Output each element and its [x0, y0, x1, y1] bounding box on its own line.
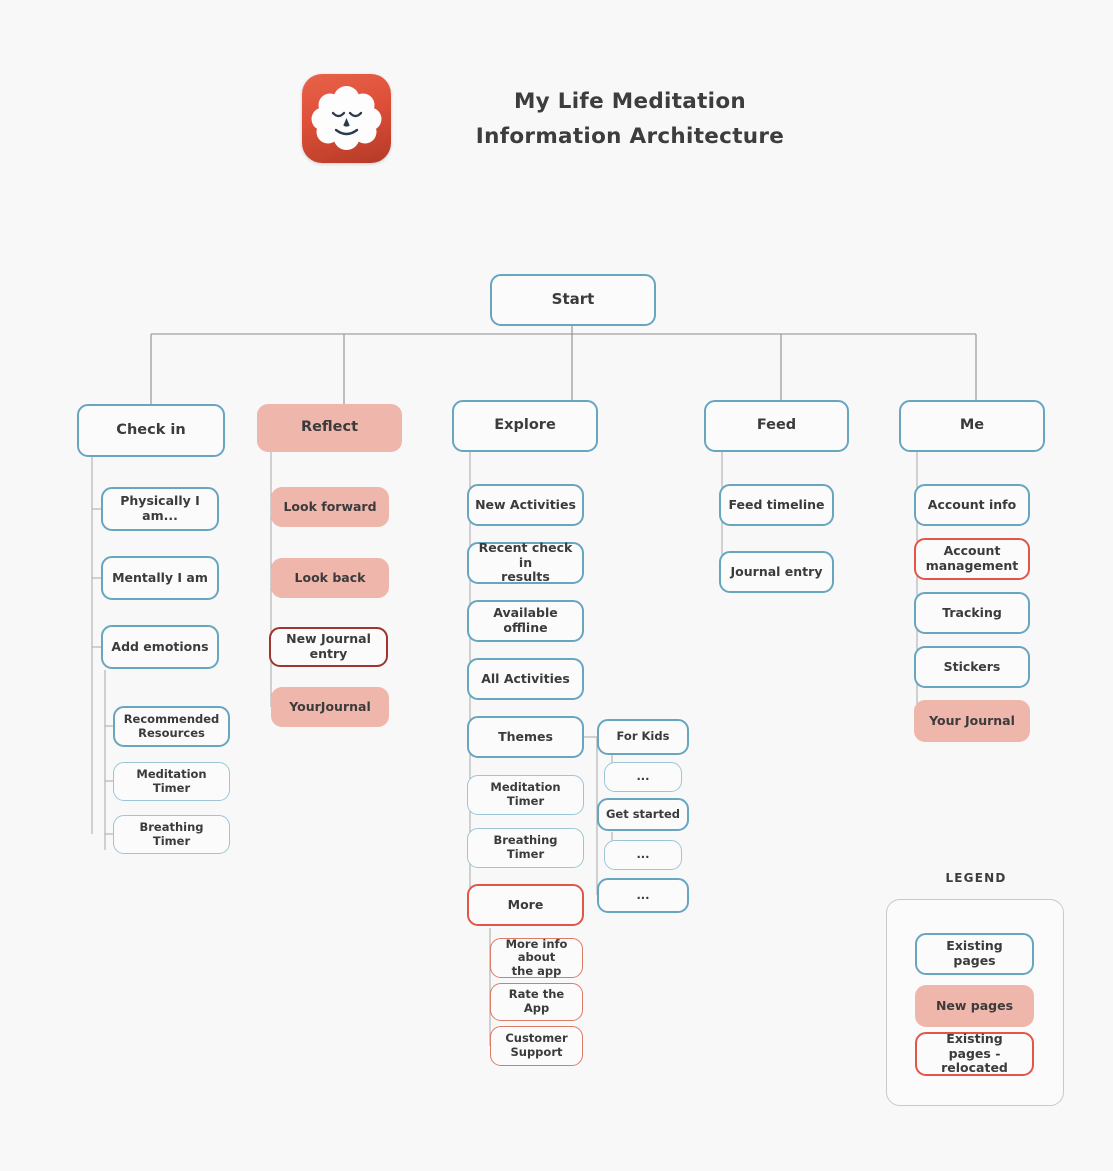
- node-account-management[interactable]: Account management: [914, 538, 1030, 580]
- page-title: My Life Meditation Information Architect…: [420, 84, 840, 154]
- node-get-started[interactable]: Get started: [597, 798, 689, 831]
- node-physically-i-am[interactable]: Physically I am...: [101, 487, 219, 531]
- node-more[interactable]: More: [467, 884, 584, 926]
- node-mentally-i-am[interactable]: Mentally I am: [101, 556, 219, 600]
- node-tracking[interactable]: Tracking: [914, 592, 1030, 634]
- node-all-activities[interactable]: All Activities: [467, 658, 584, 700]
- legend-title: LEGEND: [945, 871, 1007, 885]
- node-your-journal-me[interactable]: Your Journal: [914, 700, 1030, 742]
- node-stickers[interactable]: Stickers: [914, 646, 1030, 688]
- node-new-journal-entry[interactable]: New Journal entry: [269, 627, 388, 667]
- node-explore-meditation-timer[interactable]: Meditation Timer: [467, 775, 584, 815]
- legend-item-relocated-pages: Existing pages - relocated: [915, 1031, 1034, 1076]
- node-more-info-about-the-app[interactable]: More info about the app: [490, 937, 583, 978]
- node-new-activities[interactable]: New Activities: [467, 484, 584, 526]
- node-look-back[interactable]: Look back: [271, 558, 389, 598]
- node-me[interactable]: Me: [899, 400, 1045, 452]
- node-look-forward[interactable]: Look forward: [271, 487, 389, 527]
- node-recent-check-in-results[interactable]: Recent check in results: [467, 540, 584, 584]
- node-checkin-breathing-timer[interactable]: Breathing Timer: [113, 815, 230, 854]
- node-available-offline[interactable]: Available offline: [467, 600, 584, 642]
- page-title-line1: My Life Meditation: [513, 89, 747, 114]
- node-for-kids[interactable]: For Kids: [597, 719, 689, 755]
- app-logo: [302, 74, 391, 163]
- node-journal-entry[interactable]: Journal entry: [719, 551, 834, 593]
- node-rate-the-app[interactable]: Rate the App: [490, 983, 583, 1021]
- node-for-kids-ellipsis[interactable]: ...: [604, 762, 682, 792]
- node-checkin-meditation-timer[interactable]: Meditation Timer: [113, 762, 230, 801]
- node-explore-breathing-timer[interactable]: Breathing Timer: [467, 828, 584, 868]
- meditation-cloud-face-icon: [311, 86, 382, 150]
- node-themes-ellipsis[interactable]: ...: [597, 878, 689, 913]
- node-feed[interactable]: Feed: [704, 400, 849, 452]
- node-feed-timeline[interactable]: Feed timeline: [719, 484, 834, 526]
- node-themes[interactable]: Themes: [467, 716, 584, 758]
- node-your-journal-reflect[interactable]: YourJournal: [271, 687, 389, 727]
- node-add-emotions[interactable]: Add emotions: [101, 625, 219, 669]
- page-title-line2: Information Architecture: [475, 124, 785, 149]
- legend-item-new-pages: New pages: [915, 985, 1034, 1027]
- node-customer-support[interactable]: Customer Support: [490, 1026, 583, 1066]
- legend-item-existing-pages: Existing pages: [915, 933, 1034, 975]
- node-get-started-ellipsis[interactable]: ...: [604, 840, 682, 870]
- node-recommended-resources[interactable]: Recommended Resources: [113, 706, 230, 747]
- node-account-info[interactable]: Account info: [914, 484, 1030, 526]
- node-check-in[interactable]: Check in: [77, 404, 225, 457]
- node-start[interactable]: Start: [490, 274, 656, 326]
- node-explore[interactable]: Explore: [452, 400, 598, 452]
- node-reflect[interactable]: Reflect: [257, 404, 402, 452]
